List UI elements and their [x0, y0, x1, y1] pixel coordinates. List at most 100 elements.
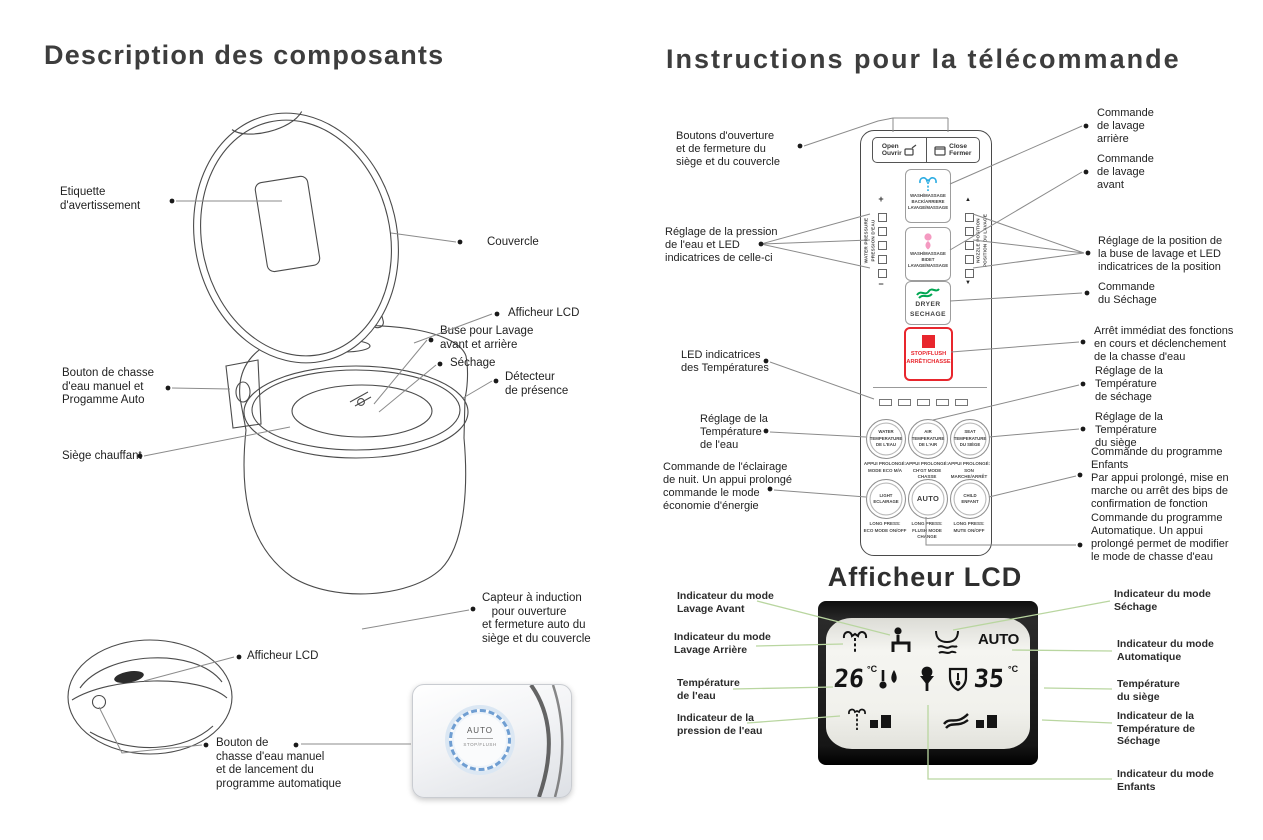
label-presence-sensor: Détecteur de présence: [505, 371, 569, 397]
label-manual-flush-button: Bouton de chasse d'eau manuel et Progamm…: [62, 367, 155, 407]
seat-temperature-button: SEAT TEMPERATURE DU SIÈGE: [950, 419, 990, 459]
nozzle-up-arrow: ▲: [965, 197, 971, 203]
wash-front-button: WASH/MASSAGE BIDET LAVAGE/MASSAGE: [905, 227, 951, 281]
temp-led-4: [936, 399, 949, 406]
label-lcd-display-top: Afficheur LCD: [508, 307, 580, 319]
seat-open-icon: [904, 144, 917, 156]
callout-child-program: Commande du programme Enfants Par appui …: [1091, 446, 1229, 510]
callout-stop-flush: Arrêt immédiat des fonctions en cours et…: [1094, 325, 1234, 363]
child-long-press-hint-en: LONG PRESS: MUTE ON/OFF: [953, 521, 985, 533]
stop-flush-text: STOP/FLUSH: [463, 742, 497, 747]
callout-auto-program: Commande du programme Automatique. Un ap…: [1091, 512, 1229, 563]
dryer-caption: DRYER SECHAGE: [909, 301, 947, 318]
auto-stop-flush-button: AUTO STOP/FLUSH: [449, 709, 511, 771]
lcd-callout-auto: Indicateur du mode Automatique: [1117, 638, 1214, 663]
lcd-callout-dryer: Indicateur du mode Séchage: [1114, 588, 1211, 613]
label-induction-sensor: Capteur à induction pour ouverture et fe…: [482, 592, 591, 645]
lcd-screen: AUTO 26 °C 35 °C: [826, 618, 1030, 749]
right-section-title: Instructions pour la télécommande: [666, 44, 1181, 74]
pressure-led-2: [878, 227, 887, 236]
pressure-led-5: [878, 269, 887, 278]
air-temperature-button: AIR TEMPERATURE DE L'AIR: [908, 419, 948, 459]
button-divider: [467, 738, 493, 739]
lcd-callout-front-wash: Indicateur du mode Lavage Avant: [677, 590, 774, 615]
auto-button: AUTO: [908, 479, 948, 519]
stop-flush-caption: STOP/FLUSH ARRÊT/CHASSE: [906, 351, 951, 365]
lcd-callout-seat-temp: Température du siège: [1117, 678, 1180, 703]
wash-front-icon: [924, 233, 932, 250]
open-close-buttons: Open Ouvrir Close Fermer: [872, 137, 980, 163]
lcd-callout-child: Indicateur du mode Enfants: [1117, 768, 1214, 793]
callout-water-temp: Réglage de la Température de l'eau: [700, 413, 768, 451]
stop-flush-button: STOP/FLUSH ARRÊT/CHASSE: [904, 327, 953, 381]
label-warning-sticker: Etiquette d'avertissement: [60, 186, 141, 212]
dryer-button: DRYER SECHAGE: [905, 281, 951, 325]
stop-icon: [922, 335, 935, 348]
lcd-water-thermometer-icon: [879, 670, 897, 689]
light-long-press-hint-en: LONG PRESS: ECO MODE ON/OFF: [863, 521, 907, 533]
position-led-1: [965, 213, 974, 222]
water-pressure-label: WATER PRESSURE PRESSION D'EAU: [863, 217, 876, 264]
light-long-press-hint-fr: APPUI PROLONGÉ: MODE ECO M/A: [863, 461, 907, 473]
lcd-pressure-nozzle-icon: [848, 708, 866, 730]
pressure-led-1: [878, 213, 887, 222]
lcd-auto-indicator: AUTO: [978, 631, 1020, 648]
seat-closed-icon: [934, 146, 946, 156]
light-button: LIGHT ECLAIRAGE: [866, 479, 906, 519]
lcd-callout-dry-temp: Indicateur de la Température de Séchage: [1117, 710, 1195, 748]
wash-back-caption: WASH/MASSAGE BACK/ARRIERE LAVAGE/MASSAGE: [907, 193, 949, 211]
water-temperature-button: WATER TEMPERATURE DE L'EAU: [866, 419, 906, 459]
lcd-wash-front-icon: [891, 627, 911, 652]
label-lcd-display-bottom: Afficheur LCD: [247, 650, 319, 662]
callout-dry-temp: Réglage de la Température de séchage: [1095, 365, 1163, 403]
left-section-title: Description des composants: [44, 40, 445, 70]
callout-dryer-command: Commande du Séchage: [1098, 281, 1157, 306]
position-led-2: [965, 227, 974, 236]
lcd-pressure-bars: [870, 715, 891, 728]
dryer-icon: [916, 288, 940, 299]
lcd-seat-shield-icon: [948, 667, 968, 692]
wash-back-button: WASH/MASSAGE BACK/ARRIERE LAVAGE/MASSAGE: [905, 169, 951, 223]
temp-led-1: [879, 399, 892, 406]
position-led-5: [965, 269, 974, 278]
callout-seat-temp: Réglage de la Température du siège: [1095, 411, 1163, 449]
lcd-dry-temp-bars: [976, 715, 997, 728]
lcd-dry-temp-waves-icon: [943, 713, 969, 729]
callout-water-pressure: Réglage de la pression de l'eau et LED i…: [665, 226, 778, 264]
photo-panel-lines: [529, 685, 564, 797]
lcd-callout-back-wash: Indicateur du mode Lavage Arrière: [674, 631, 771, 656]
open-button-label: Open Ouvrir: [881, 142, 902, 157]
lcd-callout-water-pressure: Indicateur de la pression de l'eau: [677, 712, 763, 737]
lcd-water-temp-value: 26: [832, 664, 866, 693]
callout-wash-back: Commande de lavage arrière: [1097, 107, 1154, 145]
pressure-led-4: [878, 255, 887, 264]
label-cover: Couvercle: [487, 236, 539, 248]
nozzle-position-label: NOZZLE POSITION POSITION DU LAVAGE: [975, 213, 988, 268]
lcd-callout-water-temp: Température de l'eau: [677, 677, 740, 702]
temp-led-5: [955, 399, 968, 406]
auto-long-press-hint-en: LONG PRESS: FLUSH MODE CHANGE: [911, 521, 943, 540]
lcd-dryer-icon: [935, 630, 959, 654]
child-long-press-hint-fr: APPUI PROLONGÉ: SON MARCHE/ARRÊT: [947, 461, 991, 480]
auto-long-press-hint-fr: APPUI PROLONGÉ: CH'GT MODE CHASSE: [905, 461, 949, 480]
lcd-section-title: Afficheur LCD: [827, 562, 1023, 592]
nozzle-down-arrow: ▼: [965, 280, 971, 286]
auto-button-photo: AUTO STOP/FLUSH: [412, 684, 572, 798]
callout-night-light: Commande de l'éclairage de nuit. Un appu…: [663, 461, 793, 512]
remote-control: Open Ouvrir Close Fermer WASH/MASSAGE BA…: [860, 130, 992, 556]
label-heated-seat: Siège chauffant: [62, 450, 142, 462]
temp-led-3: [917, 399, 930, 406]
callout-wash-front: Commande de lavage avant: [1097, 153, 1154, 191]
wash-front-caption: WASH/MASSAGE BIDET LAVAGE/MASSAGE: [907, 251, 949, 269]
child-button: CHILD ENFANT: [950, 479, 990, 519]
callout-open-close: Boutons d'ouverture et de fermeture du s…: [676, 130, 780, 168]
wash-back-icon: [919, 177, 937, 191]
callout-temp-leds: LED indicatrices des Températures: [681, 349, 769, 374]
label-dryer: Séchage: [450, 357, 496, 369]
temp-led-2: [898, 399, 911, 406]
pressure-minus-label: −: [878, 279, 884, 289]
close-button-label: Close Fermer: [949, 142, 972, 157]
open-button: Open Ouvrir: [873, 138, 926, 162]
remote-divider: [873, 387, 987, 388]
